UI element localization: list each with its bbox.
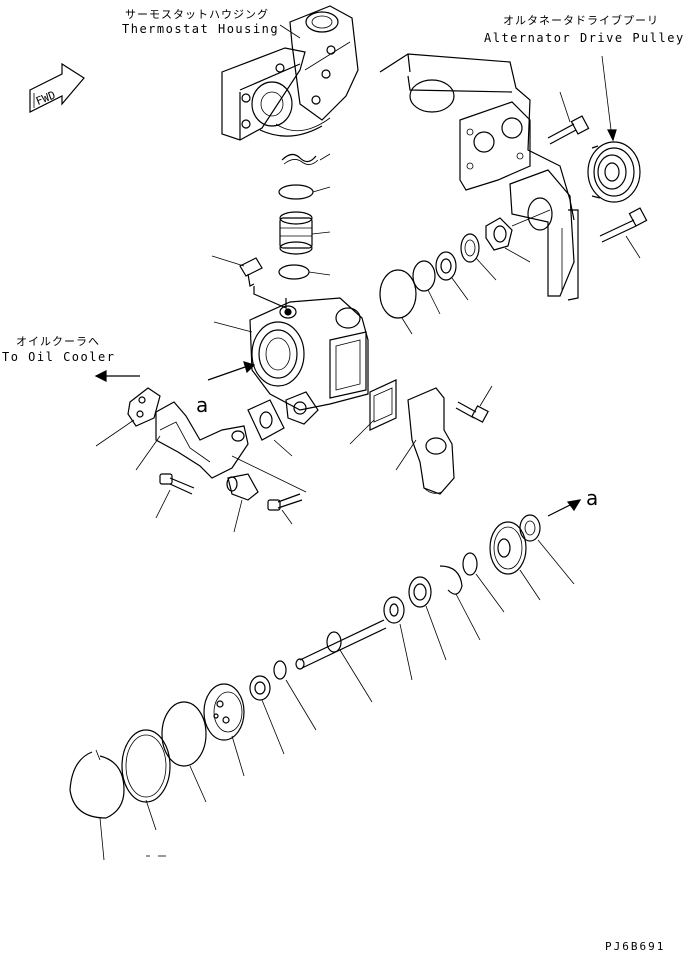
bolt-elbow [455, 401, 489, 423]
o-ring-large [379, 269, 417, 319]
bearing [435, 251, 457, 281]
alternator-drive-pulley [587, 141, 641, 203]
fwd-arrow-icon: FWD [29, 62, 85, 113]
impeller [203, 683, 245, 741]
bolt-pipe-right [267, 493, 303, 511]
outlet-gasket [369, 379, 397, 431]
bearing-inner [383, 596, 405, 624]
hub-nut [485, 209, 551, 251]
thermostat-stack [278, 153, 319, 280]
drawing-code: PJ6B691 [605, 940, 666, 953]
bolt-upper [547, 115, 590, 145]
oil-cooler-label-en: To Oil Cooler [2, 350, 116, 364]
gear [489, 521, 527, 575]
o-ring [161, 701, 207, 767]
seal-small [273, 660, 287, 680]
oil-pipe [155, 401, 249, 479]
bearing-outer [408, 576, 432, 608]
drain-cock [226, 473, 259, 501]
seal-ring [412, 260, 436, 292]
oil-cooler-gasket [127, 387, 161, 427]
fwd-text: FWD [34, 88, 57, 107]
alternator-pulley-label-jp: オルタネータドライブプーリ [503, 14, 659, 27]
alternator-pulley-label-en: Alternator Drive Pulley [484, 31, 685, 45]
bolt-pipe-left [159, 473, 195, 495]
mechanical-seal [249, 675, 271, 701]
leader-thermostat [304, 41, 351, 71]
callout-a-right: a [586, 486, 599, 510]
oil-cooler-label-jp: オイルクーラへ [16, 335, 100, 348]
outlet-elbow [407, 387, 455, 495]
engine-block [379, 53, 579, 301]
thermostat-housing-label-jp: サーモスタットハウジング [125, 8, 269, 21]
thermostat-housing-label-en: Thermostat Housing [122, 22, 280, 36]
callout-a-left: a [196, 393, 209, 417]
temperature-sensor [239, 257, 287, 309]
bearing-ring [460, 233, 480, 263]
bolt-lower [599, 207, 648, 243]
thermostat-housing [221, 5, 359, 141]
water-pump-housing [249, 297, 369, 425]
pump-shaft [295, 619, 387, 670]
cover-plate [121, 729, 171, 803]
washer [462, 552, 478, 576]
flange-gasket [247, 399, 285, 441]
spacer-collar [519, 514, 541, 542]
retaining-ring [69, 751, 125, 819]
snap-ring [439, 565, 463, 595]
